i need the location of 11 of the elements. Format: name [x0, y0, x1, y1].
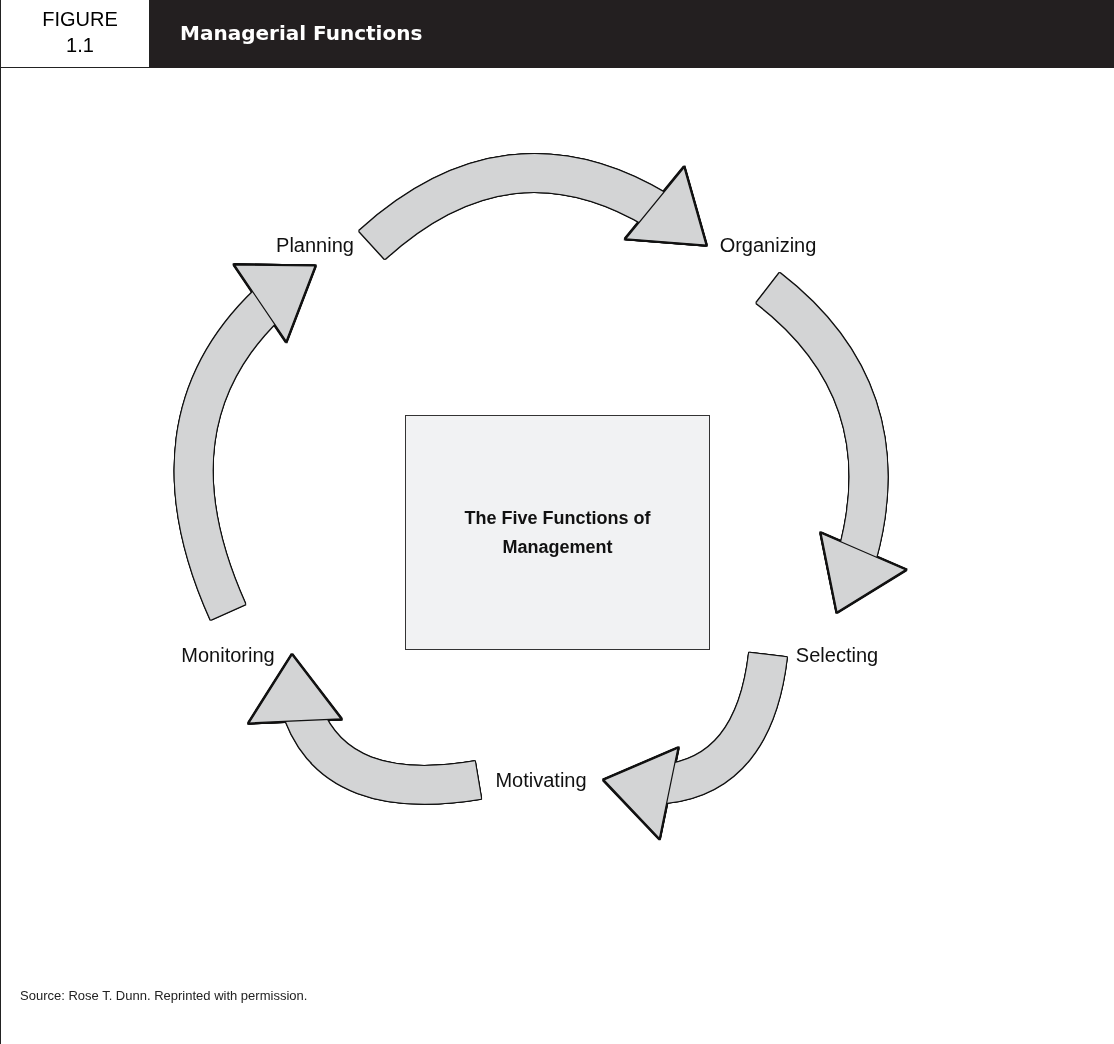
source-note: Source: Rose T. Dunn. Reprinted with permission.: [20, 988, 308, 1003]
figure-title: Managerial Functions: [180, 21, 423, 45]
center-box: The Five Functions of Management: [405, 415, 710, 650]
curved-arrow: [601, 652, 787, 837]
function-label: Monitoring: [168, 616, 288, 694]
function-label: Motivating: [482, 763, 600, 797]
function-label: Organizing: [710, 206, 826, 284]
figure-number: FIGURE 1.1: [41, 7, 119, 58]
curved-arrow: [251, 653, 481, 804]
function-label: Planning: [262, 228, 368, 262]
function-label: Selecting: [772, 616, 902, 694]
